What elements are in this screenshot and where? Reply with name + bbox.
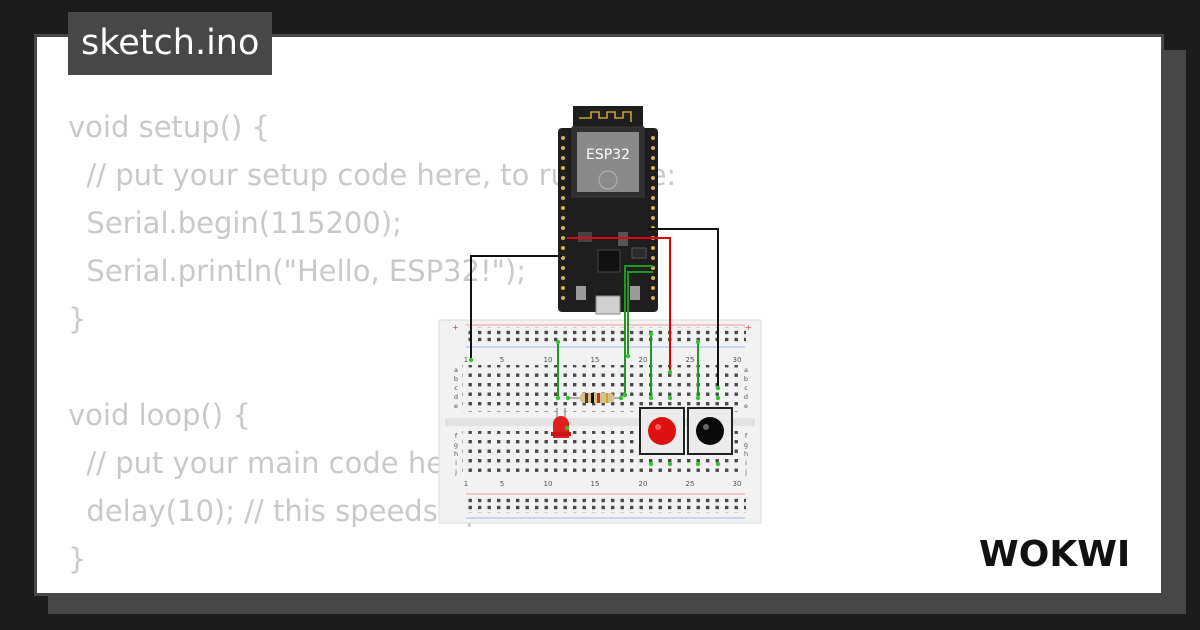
- column-label: 1: [464, 480, 468, 488]
- led[interactable]: [551, 408, 571, 438]
- column-label: 5: [500, 480, 504, 488]
- row-label: c: [744, 384, 748, 392]
- boot-button[interactable]: [576, 286, 586, 300]
- svg-text:+: +: [452, 323, 459, 332]
- column-label: 30: [733, 356, 742, 364]
- esp32-label: ESP32: [586, 147, 630, 163]
- wires: [470, 228, 719, 398]
- row-label: j: [454, 468, 457, 476]
- row-label: i: [745, 459, 747, 467]
- row-label: g: [454, 441, 458, 449]
- code-line: }: [68, 302, 87, 336]
- code-line: void loop() {: [68, 398, 251, 432]
- wire-gnd[interactable]: [470, 255, 562, 360]
- row-label: f: [455, 432, 458, 440]
- column-label: 20: [639, 356, 648, 364]
- black-pushbutton[interactable]: [687, 407, 733, 455]
- esp32-board[interactable]: ESP32: [558, 106, 658, 315]
- column-label: 30: [733, 480, 742, 488]
- espressif-logo-icon: [598, 170, 618, 190]
- column-label: 25: [686, 480, 695, 488]
- red-pushbutton[interactable]: [639, 407, 685, 455]
- resistor[interactable]: [568, 393, 621, 403]
- breadboard[interactable]: + + 1 5 10 15 20 25 30 a b c d e a b c d…: [438, 319, 762, 524]
- file-tab[interactable]: sketch.ino: [68, 12, 273, 75]
- wokwi-logo: WOKWI: [979, 534, 1130, 575]
- row-label: e: [744, 402, 748, 410]
- logo-text: WOKWI: [979, 534, 1130, 575]
- code-line: void setup() {: [68, 110, 270, 144]
- row-label: f: [745, 432, 748, 440]
- svg-text:+: +: [745, 323, 752, 332]
- column-label: 10: [544, 480, 553, 488]
- row-label: e: [454, 402, 458, 410]
- column-label: 15: [591, 480, 600, 488]
- wire-signal-1[interactable]: [624, 265, 653, 395]
- reset-button[interactable]: [630, 286, 640, 300]
- column-label: 15: [591, 356, 600, 364]
- row-label: a: [744, 366, 748, 374]
- row-label: j: [744, 468, 747, 476]
- wire-signal-2[interactable]: [627, 271, 653, 356]
- code-line: Serial.println("Hello, ESP32!");: [68, 254, 527, 288]
- column-label: 10: [544, 356, 553, 364]
- wire-gnd-2[interactable]: [648, 228, 719, 388]
- code-line: }: [68, 542, 87, 576]
- code-line: Serial.begin(115200);: [68, 206, 402, 240]
- row-label: i: [455, 459, 457, 467]
- row-label: b: [744, 375, 748, 383]
- column-label: 5: [500, 356, 504, 364]
- wire-power[interactable]: [567, 237, 671, 372]
- row-label: b: [454, 375, 458, 383]
- column-label: 25: [686, 356, 695, 364]
- column-label: 20: [639, 480, 648, 488]
- row-label: h: [744, 450, 748, 458]
- row-label: d: [744, 393, 748, 401]
- row-label: a: [454, 366, 458, 374]
- usb-port: [595, 295, 621, 315]
- row-label: g: [744, 441, 748, 449]
- row-label: d: [454, 393, 458, 401]
- row-label: h: [454, 450, 458, 458]
- column-label: 1: [464, 356, 468, 364]
- row-label: c: [454, 384, 458, 392]
